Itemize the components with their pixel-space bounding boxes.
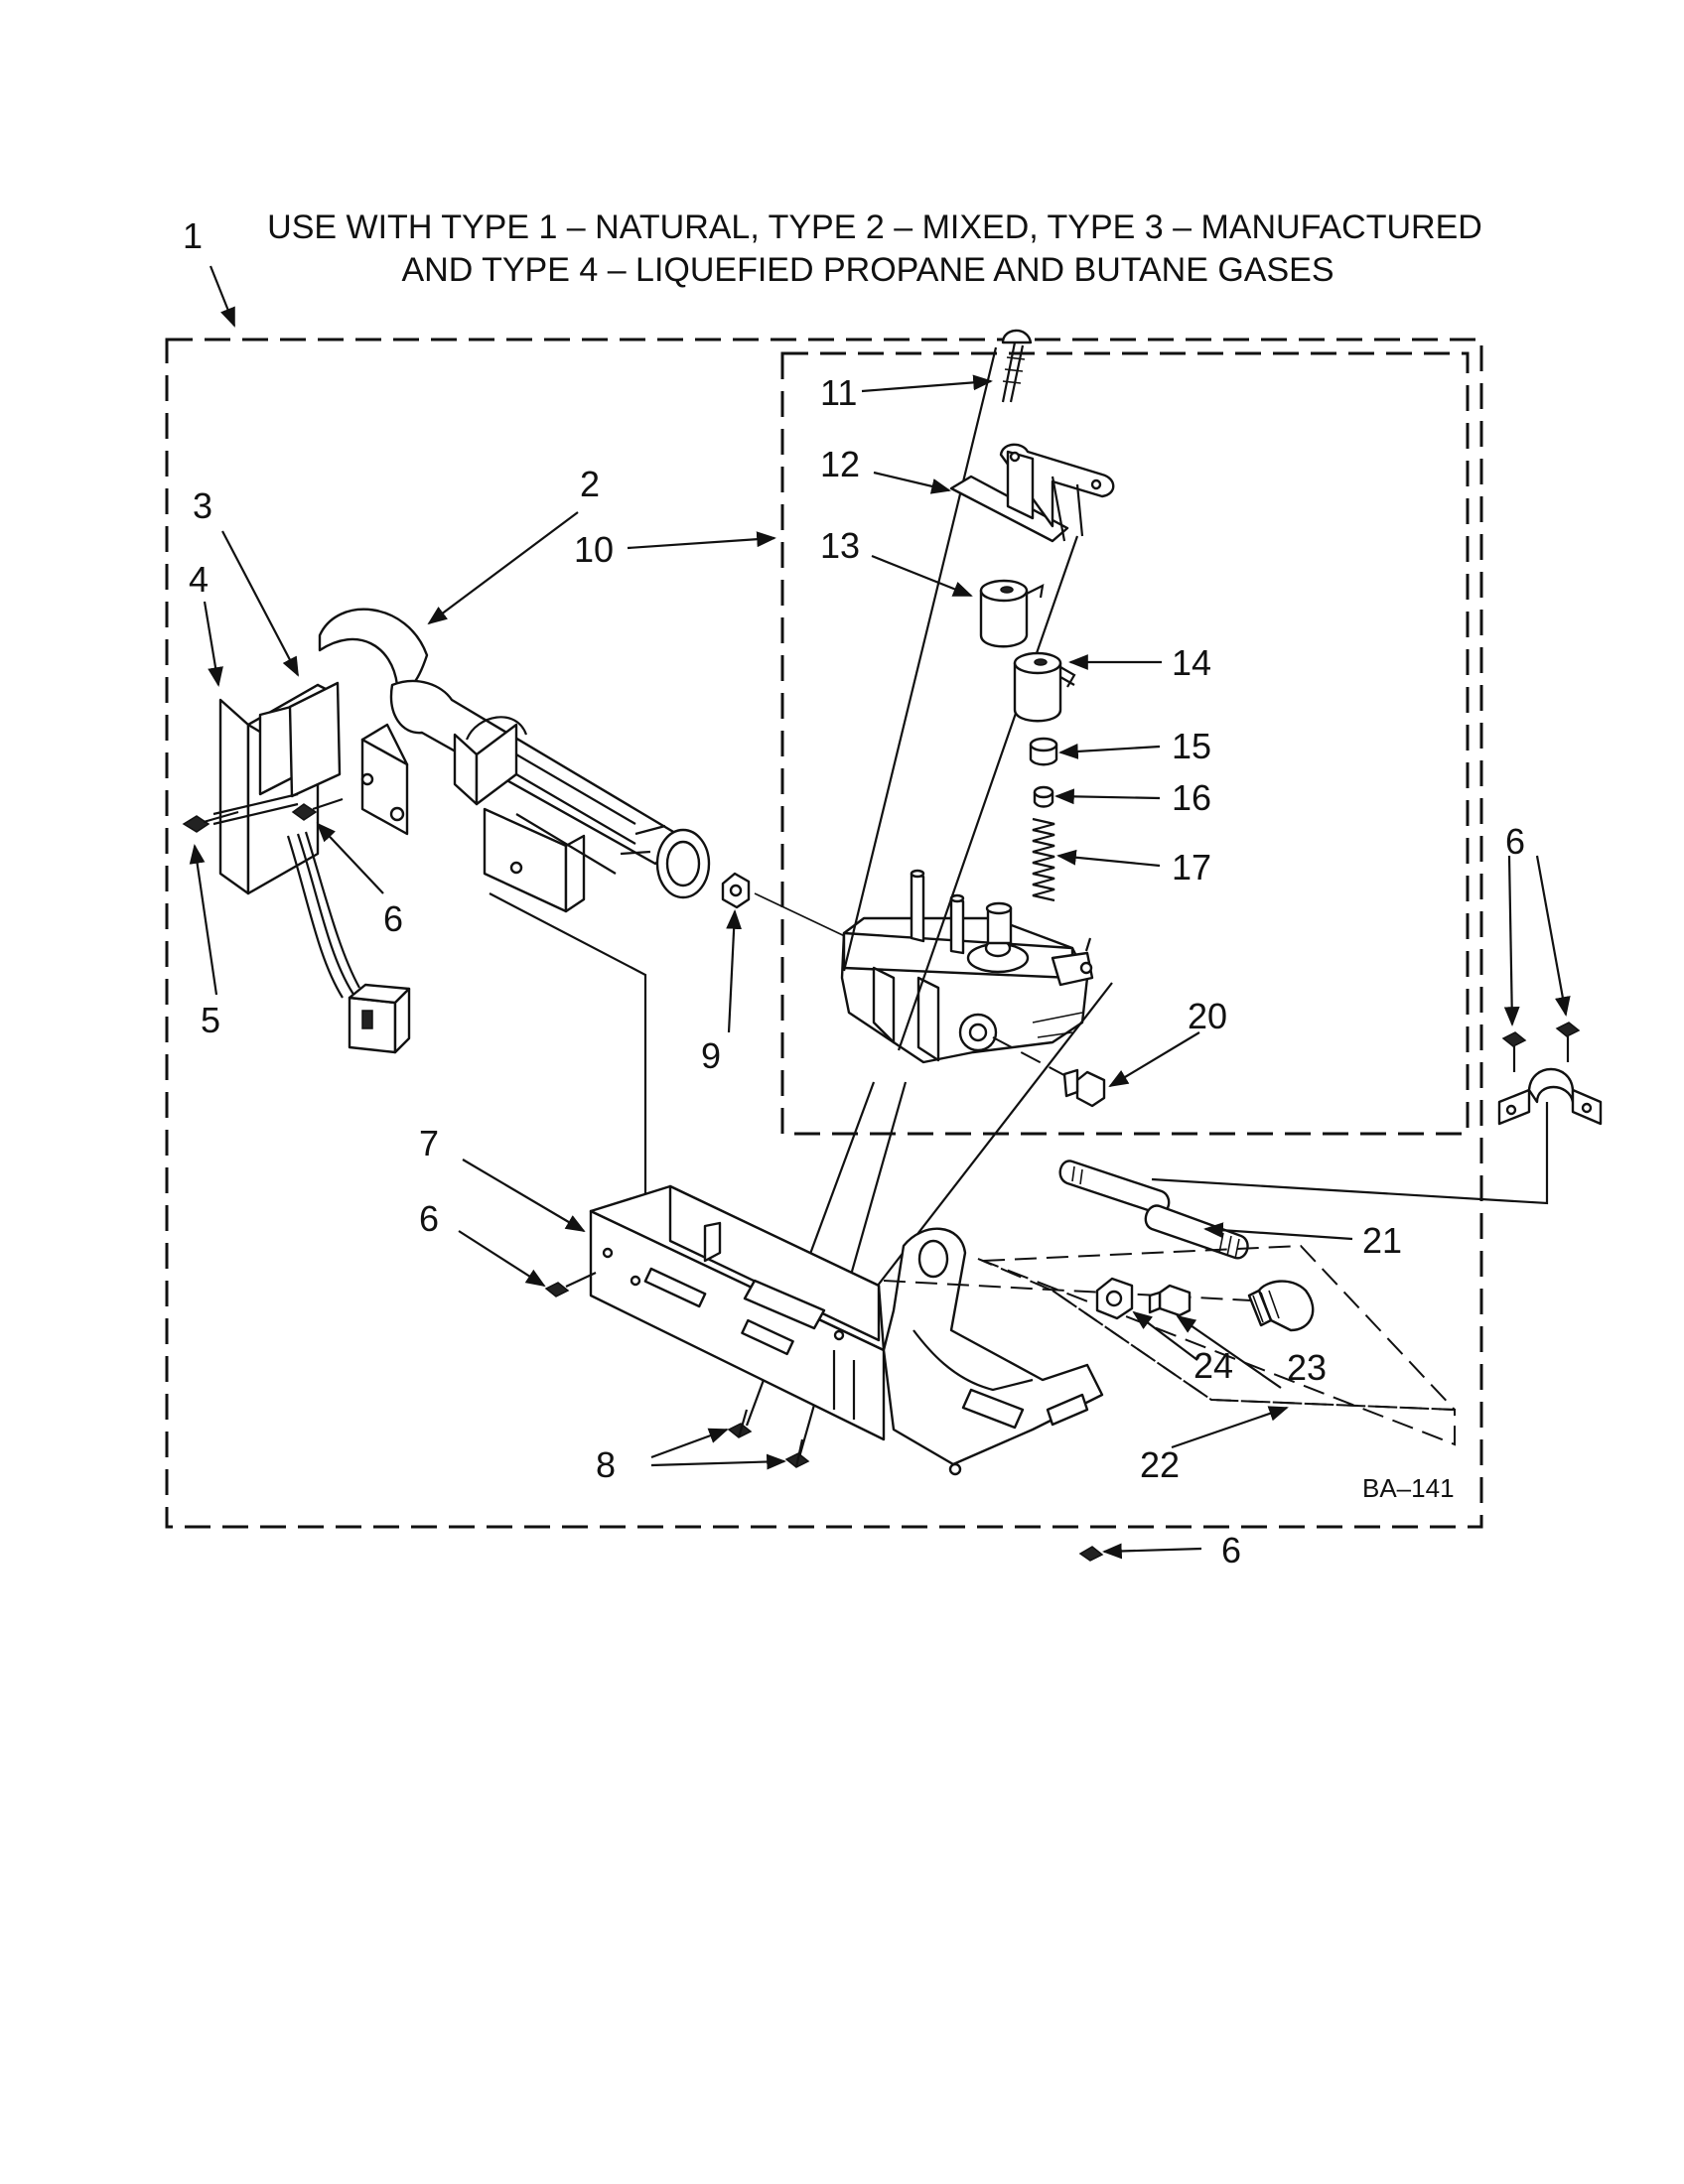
guide-line-mid bbox=[897, 535, 1079, 1051]
seat-16 bbox=[1033, 785, 1054, 808]
callout-1: 1 bbox=[183, 215, 203, 256]
gas-valve bbox=[840, 869, 1094, 1064]
callout-7: 7 bbox=[419, 1123, 439, 1163]
pipe-21 bbox=[1144, 1204, 1249, 1260]
base-bracket-7 bbox=[589, 1184, 886, 1441]
callout-6-left: 6 bbox=[419, 1198, 439, 1239]
valve-assembly-boundary bbox=[780, 351, 1470, 1136]
elbow-fitting bbox=[1247, 1280, 1315, 1332]
callout-6-bottom: 6 bbox=[1221, 1530, 1241, 1570]
screw-8-left bbox=[727, 1409, 753, 1438]
screw-11 bbox=[1001, 329, 1033, 403]
callout-17: 17 bbox=[1172, 847, 1211, 887]
orifice-group-outline bbox=[977, 1258, 1456, 1446]
guide-line-left bbox=[842, 346, 998, 972]
callout-21: 21 bbox=[1362, 1220, 1402, 1261]
callout-6-clamp: 6 bbox=[1505, 821, 1525, 862]
orifice-23 bbox=[1148, 1284, 1192, 1317]
assembly-boundary bbox=[165, 338, 1483, 1529]
callout-10: 10 bbox=[574, 529, 614, 570]
nut-24 bbox=[1095, 1277, 1134, 1320]
callout-24: 24 bbox=[1193, 1345, 1233, 1386]
igniter-bracket bbox=[212, 681, 411, 1054]
callout-3: 3 bbox=[193, 485, 212, 526]
screw-6-bottom bbox=[1078, 1546, 1104, 1562]
callout-13: 13 bbox=[820, 525, 860, 566]
clamp-screw-right bbox=[1555, 1022, 1581, 1062]
diagram-title-line1: USE WITH TYPE 1 – NATURAL, TYPE 2 – MIXE… bbox=[267, 208, 1482, 246]
spring-17 bbox=[1032, 817, 1055, 902]
callout-leaders bbox=[189, 265, 1571, 1560]
orifice-nut-9 bbox=[721, 872, 850, 939]
callout-11: 11 bbox=[820, 372, 857, 413]
coil-13 bbox=[979, 579, 1045, 648]
callout-22: 22 bbox=[1140, 1444, 1180, 1485]
pipe-leader bbox=[1151, 1102, 1549, 1205]
callout-12: 12 bbox=[820, 444, 860, 484]
coil-14 bbox=[1013, 651, 1076, 723]
callout-23: 23 bbox=[1287, 1347, 1327, 1388]
pipe-clamp bbox=[1497, 1067, 1603, 1126]
callout-9: 9 bbox=[701, 1035, 721, 1076]
screw-8-right bbox=[784, 1438, 810, 1468]
callout-6-bracket: 6 bbox=[383, 898, 403, 939]
diagram-title-line2: AND TYPE 4 – LIQUEFIED PROPANE AND BUTAN… bbox=[401, 251, 1333, 289]
callout-14: 14 bbox=[1172, 642, 1211, 683]
callout-4: 4 bbox=[189, 559, 209, 600]
callout-16: 16 bbox=[1172, 777, 1211, 818]
screw-5 bbox=[182, 810, 239, 833]
sensor-leader bbox=[489, 892, 647, 1246]
callout-2: 2 bbox=[580, 464, 600, 504]
callout-8: 8 bbox=[596, 1444, 616, 1485]
burner-tube bbox=[318, 608, 711, 913]
diagram-code: BA–141 bbox=[1362, 1473, 1455, 1503]
screw-6-bracket bbox=[291, 797, 344, 821]
plug-15 bbox=[1029, 737, 1058, 766]
fitting-20-line bbox=[992, 1036, 1078, 1083]
clamp-screw-left bbox=[1501, 1031, 1527, 1072]
coil-bracket-12 bbox=[949, 443, 1115, 543]
screw-6-left bbox=[544, 1272, 597, 1297]
fitting-20 bbox=[1062, 1068, 1106, 1108]
callout-15: 15 bbox=[1172, 726, 1211, 766]
orifice-bracket-outline bbox=[982, 1244, 1456, 1411]
callout-5: 5 bbox=[201, 1000, 220, 1040]
burner-bracket-22 bbox=[882, 1227, 1104, 1476]
callout-20: 20 bbox=[1188, 996, 1227, 1036]
